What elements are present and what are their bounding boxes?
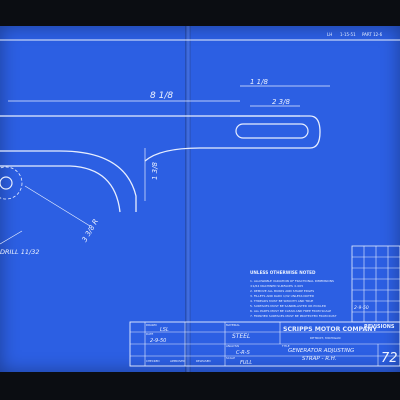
material-label: MATERIAL — [226, 323, 240, 327]
company-city: DETROIT, MICHIGAN — [310, 336, 340, 340]
dim-slot: 2 3/8 — [272, 98, 290, 106]
date-value: 2-9-50 — [150, 338, 166, 344]
date-label: DATE — [146, 332, 154, 336]
note-line-8: 7. FINISHED SURFACES MUST BE PROTECTED F… — [250, 314, 337, 318]
title-label: TITLE — [281, 344, 290, 348]
note-line-4: 3. FILLETS AND RADII 1/32 UNLESS NOTED — [250, 294, 315, 298]
part-title-line1: GENERATOR ADJUSTING — [288, 348, 354, 354]
revisions-table — [351, 245, 400, 323]
adjusting-slot — [235, 123, 309, 139]
notes-heading: UNLESS OTHERWISE NOTED — [250, 270, 316, 275]
drawing-canvas: LH 1-15-51 PART 12-6 8 1/8 1 1/8 2 3/8 1… — [0, 32, 400, 367]
strap-inner-edge — [0, 165, 121, 213]
sheet-fold — [185, 26, 191, 372]
treatment-label: ANALYSIS — [226, 344, 239, 348]
note-line-3: 2. REMOVE ALL BURRS AND SHARP EDGES — [250, 289, 314, 293]
blueprint-sheet: LH 1-15-51 PART 12-6 8 1/8 1 1/8 2 3/8 1… — [0, 26, 400, 372]
dim-radius: 3 3/8 R — [81, 218, 101, 244]
dim-overall: 8 1/8 — [150, 91, 173, 101]
company-name: SCRIPPS MOTOR COMPANY — [283, 326, 377, 333]
dim-line-radius — [24, 185, 91, 227]
header-tag-a: LH — [327, 32, 332, 37]
note-line-2: ±1/64 MACHINED SURFACES ±.005 — [250, 284, 303, 288]
dim-vertical: 1 3/8 — [151, 162, 159, 180]
approved-label: APPROVED — [170, 359, 185, 363]
header-tag-c: PART 12-6 — [362, 32, 383, 37]
header-tag-b: 1-15-51 — [340, 32, 356, 37]
scale-value: FULL — [240, 360, 252, 366]
drill-callout: DRILL 11/32 — [0, 248, 39, 256]
treatment-value: C-R-S — [236, 350, 251, 356]
drawing-number: 72 — [381, 351, 398, 366]
strap-end — [144, 115, 321, 162]
drill-leader — [0, 230, 23, 245]
mounting-hole — [0, 176, 13, 190]
scale-label: SCALE — [226, 356, 235, 360]
note-line-5: 4. THREADS MUST BE SMOOTH AND TRUE — [250, 299, 313, 303]
note-line-1: 1. ALLOWABLE VARIATION OF FRACTIONAL DIM… — [250, 279, 334, 283]
checked-label: CHECKED — [146, 359, 160, 363]
title-block-grid — [129, 321, 400, 367]
revision-date: 2-9-50 — [354, 305, 369, 311]
note-line-7: 6. ALL PARTS MUST BE CLEAN AND FREE FROM… — [250, 309, 331, 313]
revisions-heading: REVISIONS — [364, 324, 395, 330]
hole-boss — [0, 166, 23, 200]
released-label: RELEASED — [196, 359, 211, 363]
dim-top: 1 1/8 — [250, 78, 268, 86]
drawn-label: DRAWN — [146, 323, 157, 327]
part-title-line2: STRAP - R.H. — [302, 356, 337, 362]
strap-outer-edge — [0, 150, 137, 212]
drawn-by: LSL — [160, 327, 169, 333]
note-line-6: 5. SURFACES MUST BE SANDBLASTED OR PICKL… — [250, 304, 327, 308]
material-value: STEEL — [232, 333, 250, 340]
